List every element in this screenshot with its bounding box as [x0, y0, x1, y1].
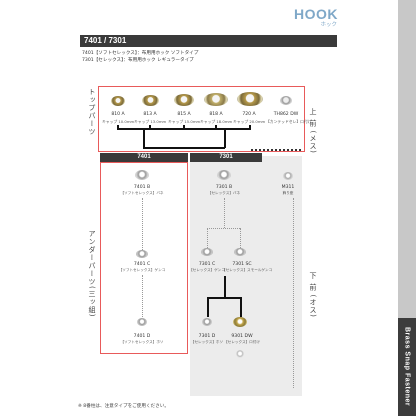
snap-post-icon: [137, 318, 147, 326]
part-7401d-code: 7401 D: [133, 334, 151, 339]
snap-socket-icon: [135, 170, 149, 180]
brand-subtitle: ホック: [320, 22, 337, 28]
top-part-810a: [108, 96, 128, 108]
part-7301sc-sub: 【セレックス】スモールゲンコ: [222, 268, 273, 272]
top-part-code: 810 A: [111, 112, 125, 117]
snap-cap-icon: [280, 96, 292, 105]
connector: [224, 276, 226, 298]
part-m311-sub: 飾り座: [282, 191, 294, 195]
snap-cap-icon: [174, 94, 194, 106]
part-m311-code: M311: [281, 185, 295, 190]
decor-base-icon: [283, 172, 293, 180]
brand-title: HOOK: [294, 6, 338, 22]
column-head-7301: 7301: [190, 153, 262, 162]
side-band-dark: [398, 318, 416, 416]
part-7301b-sub: 【セレックス】バネ: [207, 191, 241, 195]
connector: [143, 128, 145, 148]
top-part-size: 【カンテッドセレ】ロ付け: [266, 119, 312, 124]
top-part-th862dw: [279, 96, 293, 108]
part-7301c-sub: 【セレックス】ゲンコ: [189, 268, 225, 272]
connector: [240, 297, 242, 317]
connector: [143, 147, 225, 149]
washer-icon: [236, 350, 244, 358]
dotted-line: [207, 228, 240, 229]
connector: [249, 125, 251, 129]
top-part-815a: [172, 94, 196, 108]
top-part-size: キャップ 10.0mm: [102, 119, 135, 124]
dotted-line: [207, 228, 208, 248]
connector: [215, 125, 217, 129]
series-bar: 7401 / 7301: [80, 35, 337, 47]
snap-stud-icon: [201, 248, 213, 256]
side-band: [398, 0, 416, 416]
snap-cap-icon: [111, 96, 125, 106]
top-part-code: 818 A: [209, 112, 223, 117]
label-lower: 下 前 (オス): [309, 272, 317, 318]
side-label: Brass Snap Fastener: [398, 318, 416, 416]
label-under-parts: アンダーパーツ(三ッ組): [88, 230, 96, 318]
dotted-line: [293, 198, 294, 388]
part-7301c-code: 7301 C: [198, 262, 216, 267]
legend-line-1: 7401【ソフトセレックス】：布用用ホック ソフトタイプ: [82, 51, 199, 56]
part-9301dw-code: 9301 DW: [231, 334, 253, 339]
connector: [207, 297, 242, 299]
panel-7301: [190, 156, 302, 396]
top-part-813a: [139, 95, 161, 108]
top-part-size: キャップ 18.0mm: [200, 119, 233, 124]
top-part-size: キャップ 20.0mm: [233, 119, 266, 124]
part-7301d-code: 7301 D: [198, 334, 216, 339]
snap-cap-icon: [141, 95, 159, 106]
connector: [224, 128, 226, 148]
dotted-line: [142, 275, 143, 317]
top-parts-frame: [98, 86, 305, 152]
part-7301b-code: 7301 B: [215, 185, 233, 190]
part-7401b-sub: 【ソフトセレックス】バネ: [120, 191, 164, 195]
snap-socket-icon: [217, 170, 231, 180]
connector: [149, 125, 151, 129]
part-7401d-sub: 【ソフトセレックス】ホソ: [120, 340, 164, 344]
part-7301sc-code: 7301 SC: [232, 262, 252, 267]
dotted-line: [142, 198, 143, 250]
dotted-line: [224, 198, 225, 228]
top-part-size: キャップ 15.0mm: [168, 119, 201, 124]
snap-stud-icon: [234, 248, 246, 256]
top-part-code: TH862 DW: [273, 112, 299, 117]
snap-stud-icon: [136, 250, 148, 258]
top-part-code: 813 A: [143, 112, 157, 117]
side-label-text: Brass Snap Fastener: [403, 327, 411, 407]
part-7401c-sub: 【ソフトセレックス】ゲンコ: [118, 268, 166, 272]
top-part-size: キャップ 13.0mm: [134, 119, 167, 124]
dotted-line: [240, 228, 241, 248]
top-part-code: 815 A: [177, 112, 191, 117]
snap-cap-icon: [237, 92, 263, 106]
label-top-parts: トップパーツ: [88, 88, 96, 136]
snap-post-icon: [202, 318, 212, 326]
connector: [207, 297, 209, 317]
part-7301d-sub: 【セレックス】ホソ: [190, 340, 224, 344]
column-head-7401: 7401: [100, 153, 188, 162]
legend-line-2: 7301【セレックス】：布用用ホック レギュラータイプ: [82, 58, 194, 63]
top-part-720a: [236, 92, 264, 108]
dotted-link: [251, 149, 301, 151]
top-part-code: 720 A: [242, 112, 256, 117]
connector: [117, 125, 119, 129]
footnote: ※ 8番柱は、注意タイプをご使用ください。: [78, 404, 169, 409]
frame-7401: [100, 162, 188, 354]
label-upper: 上 前 (メス): [309, 108, 317, 154]
part-7401c-code: 7401 C: [133, 262, 151, 267]
top-part-818a: [203, 93, 229, 108]
part-7401b-code: 7401 B: [133, 185, 151, 190]
snap-cap-icon: [204, 93, 228, 106]
connector: [183, 125, 185, 129]
brass-post-icon: [233, 317, 247, 327]
part-9301dw-sub: 【セレックス】ロ付け: [224, 340, 260, 344]
